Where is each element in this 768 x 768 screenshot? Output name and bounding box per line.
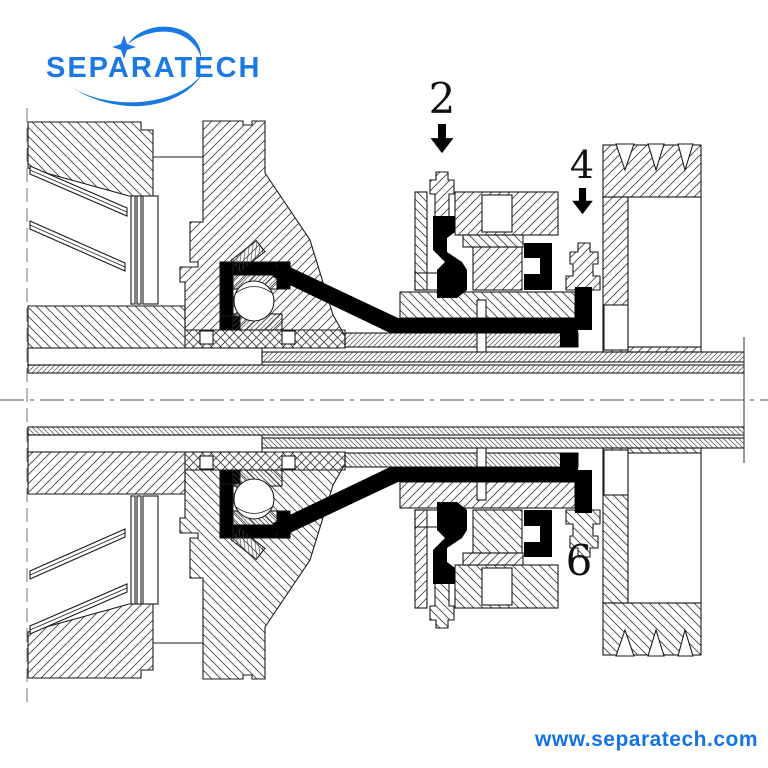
lip-seal-band xyxy=(273,262,592,347)
website-link[interactable]: www.separatech.com xyxy=(535,728,758,751)
callout-2: 2 xyxy=(422,78,462,155)
spindle-sleeve xyxy=(261,351,745,363)
callout-6: 6 xyxy=(556,540,602,582)
bearing-ball xyxy=(233,280,275,322)
arrow-down-icon xyxy=(430,124,454,154)
orbit-swoosh-icon xyxy=(66,26,202,107)
callout-2-number: 2 xyxy=(428,74,456,123)
arrow-down-icon xyxy=(571,188,593,215)
bowl-hood xyxy=(27,121,154,197)
logo-text: SEPARATECH xyxy=(46,52,262,84)
grease-fitting xyxy=(429,171,455,219)
spindle-sleeve xyxy=(27,364,745,374)
callout-4: 4 xyxy=(562,146,602,216)
upper-assembly xyxy=(27,120,745,374)
four-point-star-icon xyxy=(112,35,136,59)
seal-2 xyxy=(433,216,467,298)
lower-assembly xyxy=(27,426,745,680)
logo: SEPARATECH xyxy=(40,22,270,108)
seal-carrier-4 xyxy=(565,242,601,291)
belt-pulley xyxy=(602,143,702,353)
callout-6-number: 6 xyxy=(565,536,593,585)
callout-4-number: 4 xyxy=(569,143,595,187)
flange-strip xyxy=(27,347,263,366)
